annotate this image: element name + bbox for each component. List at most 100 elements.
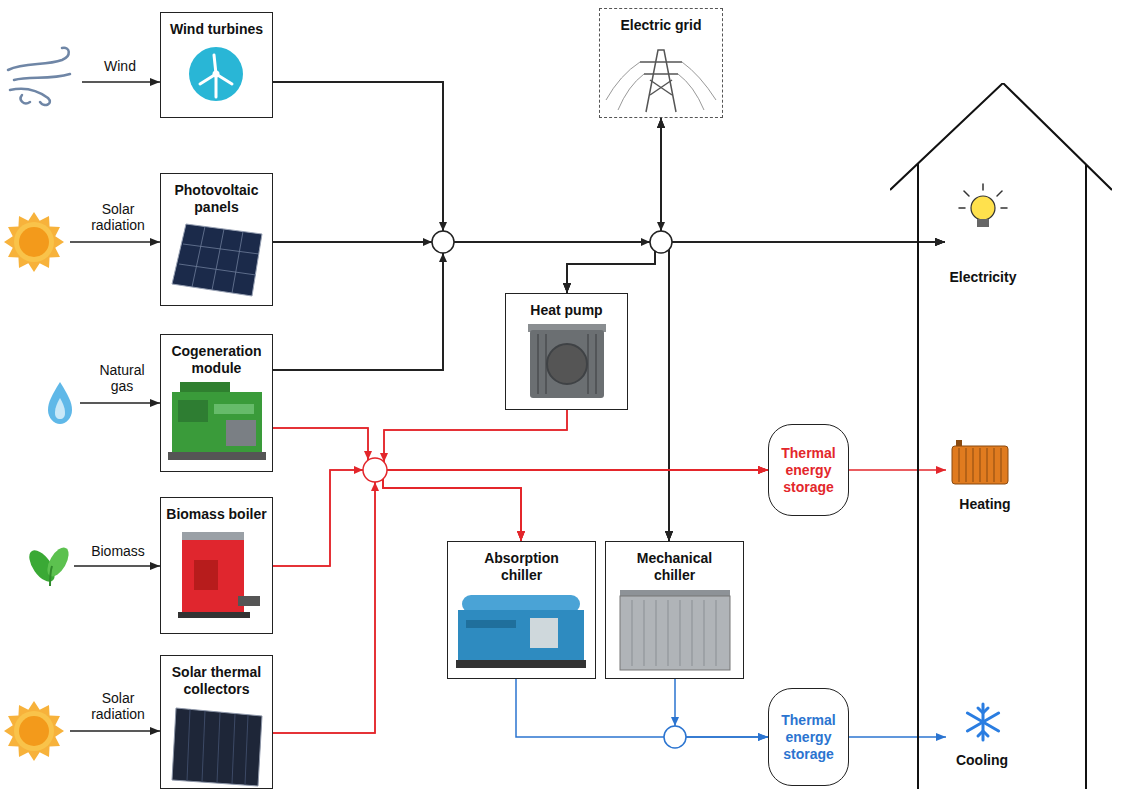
- pv-panel-picture-part: [179, 227, 259, 294]
- collector-picture-part: [187, 710, 248, 786]
- radiator-icon-part: [1001, 448, 1002, 482]
- flow-connector: [273, 242, 669, 541]
- flow-connector: [849, 469, 946, 471]
- input-label: Natural gas: [91, 362, 153, 394]
- flow-connector: [661, 118, 945, 242]
- junction-circle-part: [664, 726, 686, 748]
- absorption-chiller-picture-part: [466, 620, 516, 628]
- gas-icon-part: [48, 382, 72, 424]
- flow-connector: [273, 82, 669, 541]
- engine-picture-part: [172, 392, 262, 452]
- flow-connector: [675, 679, 768, 737]
- storage-label: Thermal energy storage: [769, 712, 848, 763]
- pylon-picture-part: [650, 80, 672, 95]
- mechanical-chiller-picture-part: [716, 600, 717, 666]
- pylon-picture-part: [682, 62, 716, 100]
- flow-connector: [516, 679, 768, 737]
- pv-panel-picture-part: [192, 227, 205, 288]
- biomass-icon-part: [43, 544, 73, 580]
- absorption-chiller-picture: [456, 595, 586, 668]
- pv-panel-picture: [172, 224, 262, 296]
- input-arrow-part: [70, 730, 160, 732]
- mechanical-chiller-picture-part: [632, 600, 716, 666]
- wind-icon-part: [8, 48, 69, 70]
- junction-circle: [363, 231, 686, 748]
- junction-circle-part: [650, 231, 672, 253]
- pylon-picture-part: [678, 74, 704, 110]
- wind-icon-part: [14, 74, 70, 80]
- wind-icon: [8, 48, 70, 105]
- absorption-chiller-picture-part: [458, 610, 584, 660]
- mechanical-chiller-picture: [620, 590, 730, 670]
- box-title: Biomass boiler: [161, 506, 272, 523]
- snowflake-icon-part: [967, 713, 998, 731]
- input-arrow-part: [82, 81, 160, 83]
- collector-picture-part: [202, 711, 205, 782]
- mechanical-chiller-picture-part: [620, 596, 730, 670]
- sun-icon-part: [4, 701, 64, 761]
- turbine-picture-part: [215, 76, 218, 97]
- collector-picture: [172, 708, 262, 786]
- junction-arrow-head-part: [371, 482, 379, 491]
- box-title: Photovoltaic panels: [161, 182, 272, 216]
- engine-picture-part: [226, 420, 256, 446]
- radiator-icon-part: [956, 440, 962, 446]
- radiator-icon: [952, 440, 1008, 484]
- pylon-picture-part: [606, 62, 640, 100]
- mechanical-chiller-picture-part: [692, 600, 693, 666]
- box-title: Mechanical chiller: [622, 550, 728, 584]
- source-box: Cogeneration module: [160, 334, 273, 472]
- flow-connector: [661, 118, 669, 541]
- radiator-icon-part: [952, 446, 1008, 484]
- junction-arrow-head-part: [354, 466, 363, 474]
- flow-connector: [273, 470, 521, 566]
- engine-picture-part: [178, 400, 208, 422]
- storage-box: Thermal energy storage: [768, 424, 849, 516]
- junction-arrow-head-part: [657, 222, 665, 231]
- pv-panel-picture-part: [232, 232, 243, 294]
- flow-connector: [849, 736, 946, 738]
- storage-label: Thermal energy storage: [769, 445, 848, 496]
- heat-pump-picture-part: [595, 334, 597, 394]
- wind-icon-part: [10, 89, 50, 105]
- flow-connector: [375, 410, 768, 470]
- input-arrow-part: [74, 565, 160, 567]
- biomass-icon-part: [50, 566, 52, 586]
- pv-panel-picture-part: [183, 244, 259, 254]
- pv-panel-picture-part: [179, 264, 256, 275]
- chiller-box: Absorption chiller: [447, 541, 596, 679]
- box-title: Heat pump: [506, 302, 627, 319]
- pylon-picture-part: [606, 62, 716, 110]
- mechanical-chiller-picture-part: [632, 600, 633, 666]
- snowflake-icon-part: [967, 713, 998, 731]
- input-label: Solar radiation: [81, 690, 155, 722]
- storage-box: Thermal energy storage: [768, 688, 849, 786]
- box-title: Electric grid: [600, 17, 722, 34]
- bulb-icon-part: [982, 184, 984, 190]
- box-title: Absorption chiller: [469, 550, 575, 584]
- mechanical-chiller-picture-part: [704, 600, 705, 666]
- heat-pump-picture-part: [537, 334, 539, 394]
- input-label: Biomass: [78, 543, 158, 559]
- boiler-picture: [178, 532, 260, 618]
- pv-panel-picture-part: [172, 224, 262, 296]
- source-box: Wind turbines: [160, 12, 273, 118]
- mechanical-chiller-picture-part: [644, 600, 645, 666]
- collector-picture-part: [245, 715, 248, 785]
- collector-picture-part: [187, 710, 190, 782]
- snowflake-icon-part: [978, 708, 988, 713]
- boiler-picture-part: [178, 612, 250, 618]
- bulb-icon-part: [1001, 207, 1007, 209]
- box-title: Cogeneration module: [161, 343, 272, 377]
- radiator-icon-part: [959, 448, 960, 482]
- junction-arrow-head: [354, 222, 679, 726]
- boiler-picture-part: [194, 560, 218, 590]
- flow-connector: [273, 242, 669, 541]
- boiler-picture-part: [182, 540, 244, 612]
- turbine-picture-part: [200, 55, 232, 97]
- input-arrow-part: [80, 402, 160, 404]
- engine-picture-part: [168, 452, 266, 460]
- junction-arrow-head-part: [671, 717, 679, 726]
